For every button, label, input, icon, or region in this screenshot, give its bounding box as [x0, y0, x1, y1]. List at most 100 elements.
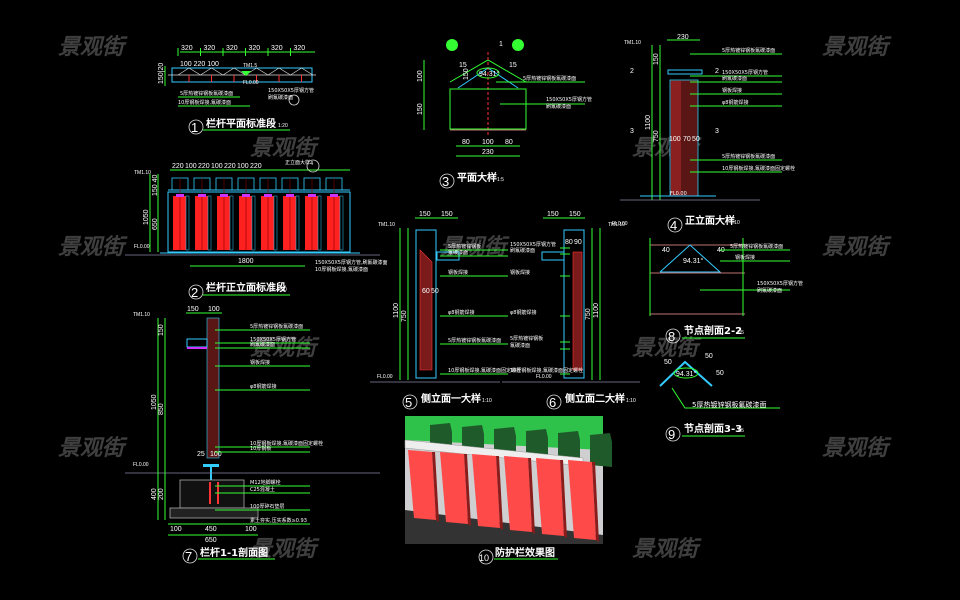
panel-scale: 1:20 [258, 552, 268, 558]
panel-3-plan-detail: 1 94.31° 100 150 150 15 15 80 100 80 230… [417, 39, 592, 189]
watermark: 景观街 [250, 537, 320, 562]
note: 150X50X5厚钢方管 [250, 336, 296, 343]
panel-number: 4 [670, 218, 677, 233]
dim-total-height: 1050 [143, 209, 150, 225]
post-hatch [419, 249, 433, 371]
callout-icon [288, 94, 300, 106]
dim: 1100 [593, 303, 600, 318]
panel-number-badge [665, 328, 681, 344]
truss-line [200, 67, 224, 76]
dim: 150 [419, 211, 431, 218]
note: 10厚钢板焊接,氟碳漆面 [178, 99, 231, 106]
note: 刷氟碳漆面 [722, 75, 747, 82]
angle-label: 94.31° [683, 257, 704, 265]
dim: 25 [197, 451, 205, 458]
note: 5厚热镀锌钢板氟碳漆面 [250, 323, 303, 330]
section-marker-icon [512, 39, 524, 51]
level-bottom: FL0.00 [612, 221, 628, 227]
connector [176, 194, 184, 197]
connector [264, 194, 272, 197]
dim-total: 230 [482, 149, 494, 156]
fin-edge [185, 195, 190, 251]
dim-panel-height: 650 [152, 218, 159, 230]
dim: 100 [669, 136, 681, 143]
dim: 100 [237, 163, 249, 170]
panel-number-badge [478, 549, 494, 565]
note: 10厚钢板焊接,氟碳漆面固定螺栓 [250, 440, 323, 447]
watermark: 景观街 [632, 537, 702, 562]
panel-number-badge [546, 394, 562, 410]
note: 5厚热镀锌钢板氟碳漆面 [722, 47, 775, 54]
panel-title: 栏杆正立面标准段 [206, 281, 286, 294]
panel-8-node-section-2-2: 94.31° 40 40 5厚热镀锌钢板氟碳漆面 钢板焊接 150X50X5厚钢… [649, 238, 803, 344]
dim: 220 [250, 163, 262, 170]
watermark: 景观街 [58, 436, 128, 461]
level-marker-icon [241, 71, 251, 76]
fin-edge [592, 462, 599, 542]
note: 150X50X5厚钢方管 [546, 96, 592, 103]
section-mark: 3 [630, 128, 634, 135]
panel-title: 节点剖面3-3 [684, 422, 742, 435]
level-bottom: FL0.00 [377, 374, 393, 380]
note: φ8钢筋焊接 [510, 309, 536, 316]
fin-panel [536, 458, 564, 536]
note: 氟碳漆面 [448, 249, 468, 256]
post-cap [590, 433, 612, 467]
dim: 320 [294, 45, 306, 52]
post-hatch [572, 251, 583, 371]
connector [286, 194, 294, 197]
panel-number: 1 [191, 120, 198, 135]
panel-number-badge [188, 119, 204, 135]
dim: 230 [677, 34, 689, 41]
panel-number-badge [182, 548, 198, 564]
fin-edge [339, 195, 344, 251]
fin-panel [283, 196, 296, 250]
panel-number-badge [402, 394, 418, 410]
fin-edge [273, 195, 278, 251]
dim: 750 [585, 308, 592, 320]
panel-title: 平面大样 [457, 171, 497, 184]
dim: 150 [463, 68, 470, 80]
level-a: TM1.5 [243, 63, 257, 69]
panel-number: 8 [668, 329, 675, 344]
panel-number-badge [188, 284, 204, 300]
dim: 80 [462, 139, 470, 146]
note: 钢板焊接 [448, 269, 468, 276]
dim: 320 [181, 45, 193, 52]
dim: 750 [401, 310, 408, 322]
fin-edge [207, 195, 212, 251]
level-top: TM1.10 [133, 312, 150, 318]
dim-total: 650 [205, 537, 217, 544]
note: 150X50X5厚钢方管 [722, 69, 768, 76]
dim: 150 [158, 324, 165, 336]
note: 钢板焊接 [735, 254, 755, 261]
dim: 450 [205, 526, 217, 533]
connector [242, 194, 250, 197]
panel-4-front-detail: TM1.10 230 1100 750 150 2 2 3 3 100 70 5… [612, 34, 795, 233]
dim: 220 [172, 163, 184, 170]
fin-edge [464, 454, 471, 526]
dim-top-height: 150 40 [152, 174, 159, 196]
note: 5厚热镀锌钢板氟碳漆面 [180, 90, 233, 97]
dim: 50 [716, 370, 724, 377]
dim: 150 [417, 103, 424, 115]
note: 钢板焊接 [510, 269, 530, 276]
note: 素土夯实,压实系数≥0.93 [250, 517, 307, 524]
note: 5厚热镀锌钢板氟碳漆面 [523, 75, 576, 82]
dim: 100 [245, 526, 257, 533]
level-bottom: FL0.00 [536, 374, 552, 380]
fin-panel [217, 196, 230, 250]
panel-number: 7 [185, 549, 192, 564]
level-b: FL0.00 [243, 80, 259, 86]
panel-scale: 1:10 [626, 398, 636, 404]
section-mark: 2 [715, 68, 719, 75]
panel-5-side-elevation-1: 150 150 TM1.10 1100 750 60 50 FL0.00 5厚热… [370, 211, 521, 410]
note: 10厚钢板焊接,氟碳漆面固定螺栓 [448, 367, 521, 374]
dim: 320 [226, 45, 238, 52]
note: φ8钢筋焊接 [448, 309, 474, 316]
panel-number-badge [439, 173, 455, 189]
dim: 50 [705, 353, 713, 360]
callout-icon [306, 159, 320, 173]
gravel-layer [169, 507, 259, 519]
